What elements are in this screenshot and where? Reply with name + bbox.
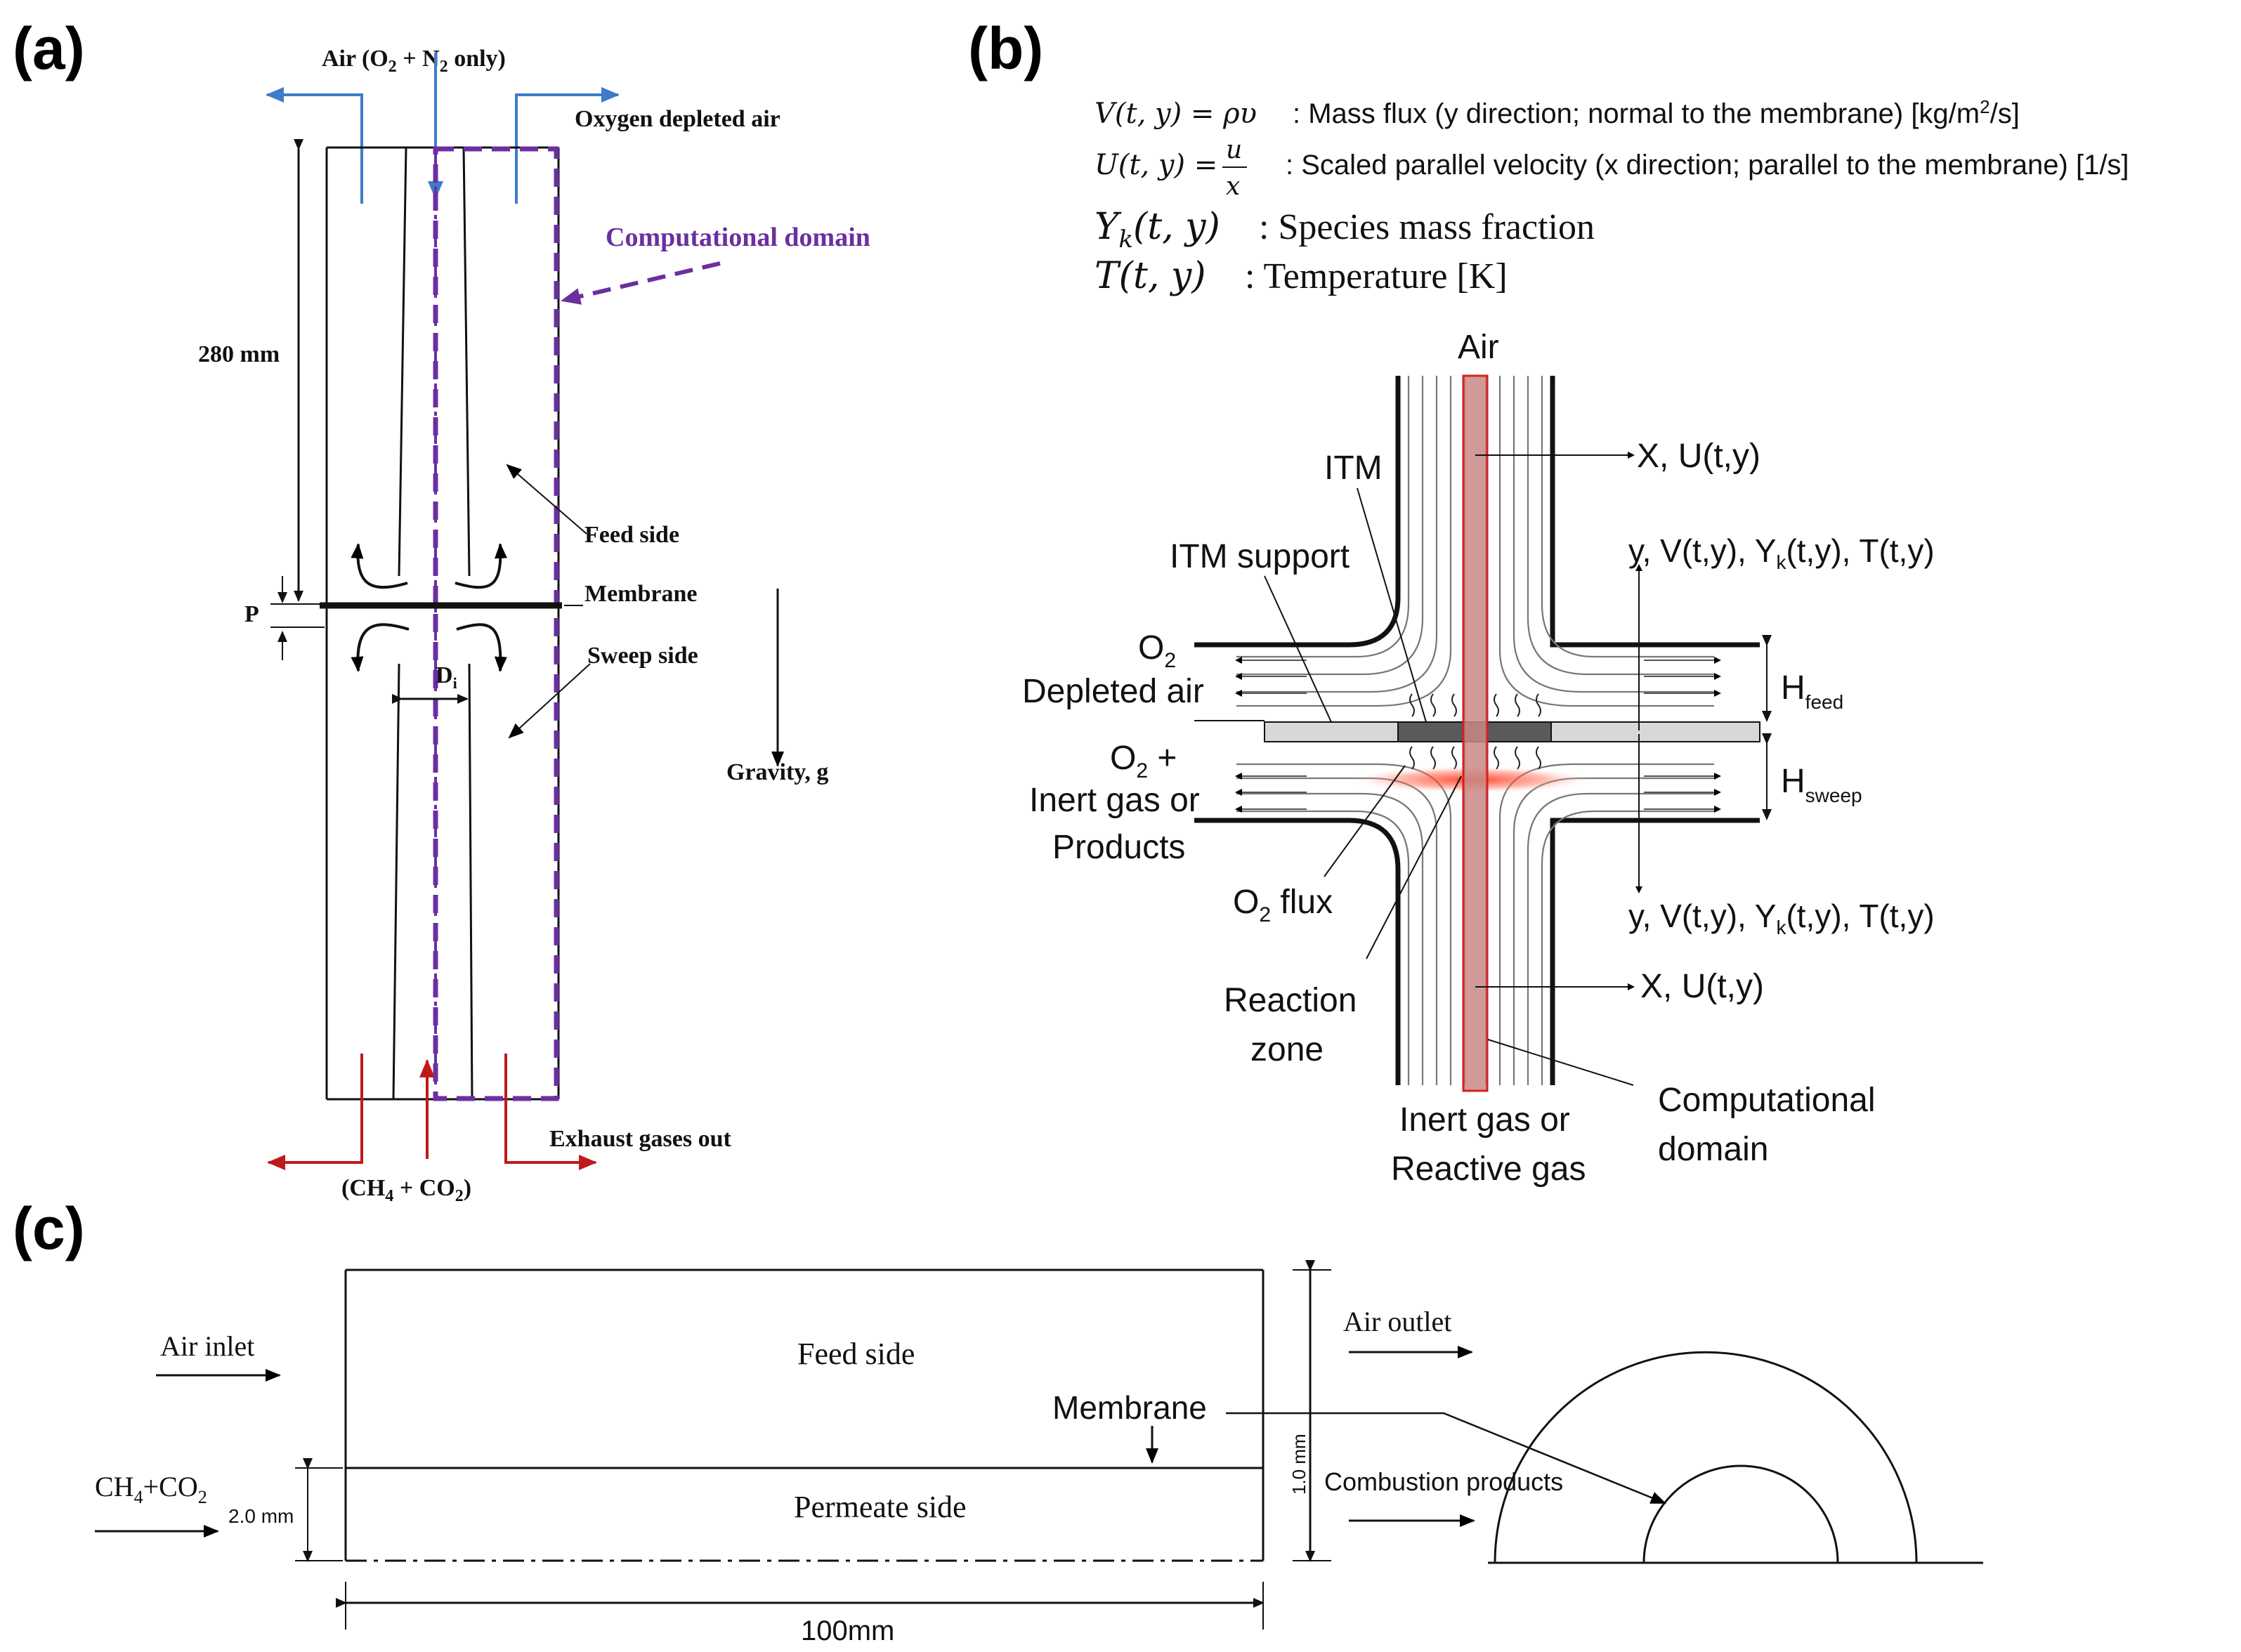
eq4-desc: : Temperature [K]: [1245, 256, 1508, 296]
zone-label: zone: [1250, 1031, 1324, 1068]
o2-flux-label: O2 flux: [1233, 884, 1333, 926]
fuel-flow-arrows: [267, 1054, 597, 1170]
inert-or-label: Inert gas or: [1029, 782, 1200, 819]
domain-label: domain: [1658, 1131, 1768, 1168]
depleted-air-label: Depleted air: [1022, 673, 1204, 710]
sweep-side-label: Sweep side: [587, 643, 698, 669]
di-label: Di: [436, 662, 457, 692]
fuel-label-c: CH4+CO2: [95, 1471, 207, 1507]
o2-label: O2: [1138, 629, 1176, 672]
exhaust-label: Exhaust gases out: [549, 1126, 732, 1152]
gravity-label: Gravity, g: [726, 759, 828, 785]
permeate-side-label: Permeate side: [794, 1490, 967, 1524]
eq1-lhs: V(t, y) = ρυ: [1095, 98, 1257, 130]
computational-domain-pointer: [561, 261, 721, 305]
itm-leader: [1357, 487, 1427, 723]
o2-flux-leader: [1324, 765, 1406, 877]
computational-domain-box: [433, 146, 559, 1101]
eq4-lhs: T(t, y): [1095, 255, 1206, 297]
x-label-top: X, U(t,y): [1637, 438, 1760, 475]
membrane-label: Membrane: [584, 581, 698, 607]
eq2-desc: : Scaled parallel velocity (x direction;…: [1286, 150, 2129, 181]
air-outlet-label: Air outlet: [1343, 1306, 1451, 1337]
air-inlet-label-c: Air inlet: [160, 1330, 254, 1362]
inner-tube-arc: [1642, 1464, 1839, 1563]
reactive-gas-label: Reactive gas: [1391, 1150, 1586, 1188]
computational-domain-leader: [1487, 1039, 1634, 1086]
products-label: Products: [1052, 829, 1185, 866]
eq2-lhs: U(t, y) =: [1095, 149, 1217, 181]
reaction-label: Reaction: [1224, 982, 1357, 1019]
membrane-label-c: Membrane: [1052, 1389, 1207, 1426]
length-label: 280 mm: [198, 341, 280, 367]
air-inlet-label: Air (O2 + N2 only): [322, 46, 506, 76]
eq1-desc: : Mass flux (y direction; normal to the …: [1293, 96, 2020, 129]
computational-label: Computational: [1658, 1082, 1876, 1119]
feed-side-pointer: [506, 464, 587, 535]
eq3-lhs: Yk(t, y): [1095, 206, 1220, 254]
oxygen-depleted-label: Oxygen depleted air: [575, 106, 780, 132]
x-label-bottom: X, U(t,y): [1640, 968, 1764, 1005]
sweep-side-pointer: [508, 663, 591, 739]
panel-b-label: (b): [968, 15, 1043, 81]
y-label-top: y, V(t,y), Yk(t,y), T(t,y): [1628, 532, 1935, 573]
panel-a: (a) Air (O2 + N2 only) Oxygen depleted a…: [13, 15, 870, 1205]
two-mm-label: 2.0 mm: [228, 1505, 294, 1527]
itm-support-label: ITM support: [1170, 538, 1350, 575]
p-label: P: [244, 601, 259, 627]
panel-c: (c) Air inlet Feed side Membrane CH4+CO2…: [13, 1195, 1983, 1646]
outflow-arrows: [1235, 657, 1721, 813]
inert-gas-or-label: Inert gas or: [1399, 1101, 1570, 1139]
air-label: Air: [1458, 329, 1499, 366]
panel-b: (b) V(t, y) = ρυ : Mass flux (y directio…: [968, 15, 2129, 1188]
one-mm-label: 1.0 mm: [1288, 1434, 1309, 1495]
hundred-mm-label: 100mm: [801, 1615, 894, 1646]
eq2-denominator: x: [1226, 172, 1240, 201]
panel-a-label: (a): [13, 15, 85, 81]
panel-c-label: (c): [13, 1195, 85, 1261]
computational-domain-label: Computational domain: [606, 223, 870, 252]
outer-tube-arc: [1494, 1351, 1918, 1563]
eq3-desc: : Species mass fraction: [1259, 207, 1595, 247]
itm-support-leader: [1264, 575, 1332, 723]
h-feed-label: Hfeed: [1781, 669, 1843, 713]
feed-side-label-c: Feed side: [797, 1337, 915, 1371]
computational-domain-strip: [1462, 374, 1489, 1092]
membrane-flow-arrows: [351, 543, 507, 672]
combustion-products-label: Combustion products: [1324, 1467, 1563, 1496]
membrane-leader-c: [1226, 1412, 1666, 1504]
o2-flux-waves: [1409, 693, 1541, 770]
itm-label: ITM: [1324, 450, 1383, 487]
feed-side-label: Feed side: [584, 522, 679, 548]
opposed-flow-walls: [1194, 376, 1760, 1085]
o2-plus-label: O2 +: [1110, 740, 1177, 782]
reactor-walls: [325, 146, 560, 1101]
fuel-inlet-label: (CH4 + CO2): [341, 1175, 471, 1205]
h-sweep-label: Hsweep: [1781, 763, 1862, 806]
reaction-zone-leader: [1366, 775, 1462, 959]
eq2-numerator: u: [1226, 136, 1242, 164]
y-label-bottom: y, V(t,y), Yk(t,y), T(t,y): [1628, 898, 1935, 938]
